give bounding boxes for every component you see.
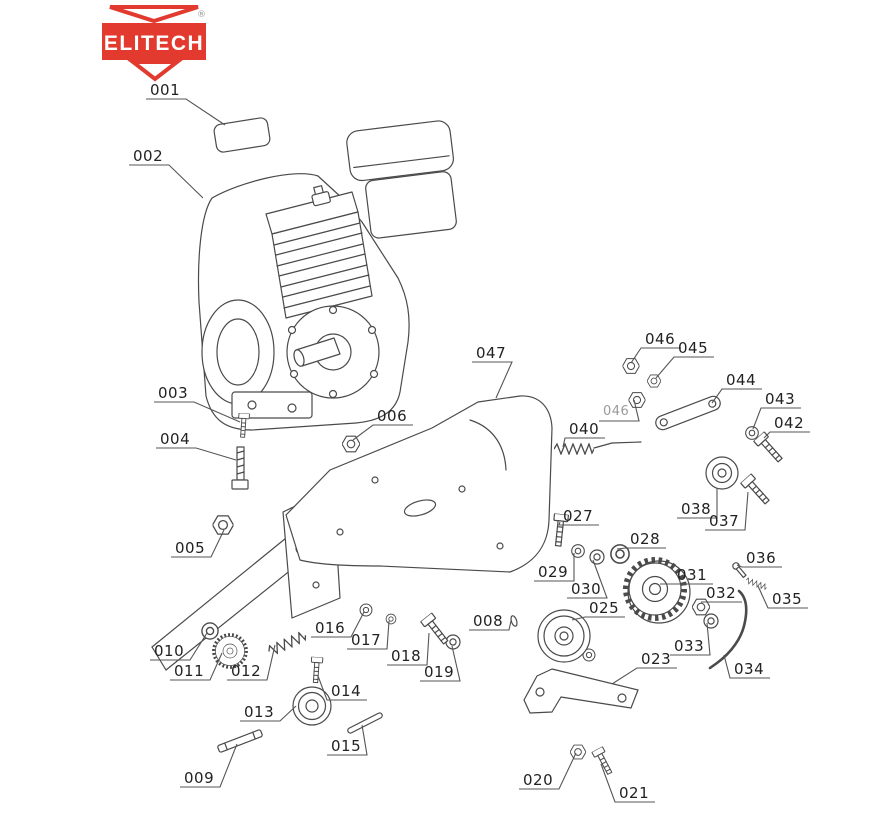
spark-plug-cap — [311, 185, 331, 207]
part-id-plate — [213, 117, 271, 153]
part-pin-015 — [347, 712, 383, 734]
part-roller-038 — [705, 456, 739, 490]
leader-044 — [711, 388, 762, 404]
leader-010 — [150, 632, 208, 661]
part-link-wire — [593, 441, 642, 449]
engine-base — [231, 391, 313, 419]
leader-037 — [705, 491, 749, 531]
leader-015 — [327, 724, 368, 756]
leader-030 — [567, 559, 608, 599]
part-arm-044 — [655, 395, 721, 431]
leader-006 — [352, 424, 413, 441]
leader-004 — [156, 447, 237, 461]
part-screw-036 — [732, 562, 747, 579]
part-pin-008 — [510, 615, 518, 627]
leader-021 — [600, 763, 655, 803]
part-stud-004 — [231, 446, 249, 490]
leader-014 — [317, 675, 367, 701]
part-pulley-025 — [537, 609, 591, 663]
leader-042 — [763, 431, 810, 439]
logo-trademark-symbol: ® — [197, 10, 206, 20]
leader-046 — [630, 347, 681, 364]
cooling-fins — [271, 211, 373, 319]
leader-034 — [723, 654, 770, 679]
leader-003 — [154, 401, 241, 423]
part-engine — [197, 120, 457, 431]
leader-001 — [146, 98, 226, 126]
leader-043 — [752, 407, 801, 430]
fuel-tank — [346, 120, 454, 182]
leader-009 — [180, 743, 238, 788]
leader-019 — [420, 645, 461, 682]
leader-005 — [171, 529, 225, 558]
leader-018 — [387, 632, 430, 666]
leader-016 — [311, 611, 365, 638]
logo-top-triangle — [109, 5, 199, 24]
leader-012 — [227, 644, 276, 681]
leader-046-alt — [599, 399, 640, 422]
part-belt-cover — [285, 395, 553, 573]
leader-008 — [469, 620, 512, 631]
leader-023 — [611, 667, 677, 685]
air-box — [365, 171, 457, 239]
leader-011 — [170, 652, 223, 681]
elitech-logo: ELITECH ® — [100, 4, 212, 86]
part-bracket-023 — [523, 668, 639, 714]
leader-013 — [240, 705, 297, 722]
leader-045 — [655, 356, 714, 379]
leader-002 — [129, 164, 204, 199]
leader-017 — [347, 620, 390, 650]
part-shaft-009 — [217, 729, 263, 753]
leader-040 — [562, 437, 605, 448]
part-pulley-013 — [292, 686, 332, 726]
part-sprocket-031 — [626, 560, 691, 624]
leader-047 — [472, 361, 513, 399]
leader-033 — [670, 622, 711, 656]
leader-020 — [519, 752, 577, 790]
leader-028 — [616, 547, 666, 550]
logo-text: ELITECH — [104, 32, 204, 55]
logo-bottom-triangle — [127, 60, 183, 82]
leader-025 — [571, 616, 625, 621]
leader-036 — [736, 564, 782, 568]
leader-035 — [757, 585, 808, 609]
logo-box — [102, 23, 206, 60]
leader-038 — [677, 488, 718, 519]
leader-029 — [534, 553, 575, 582]
output-shaft — [293, 337, 341, 367]
leader-027 — [558, 521, 599, 526]
